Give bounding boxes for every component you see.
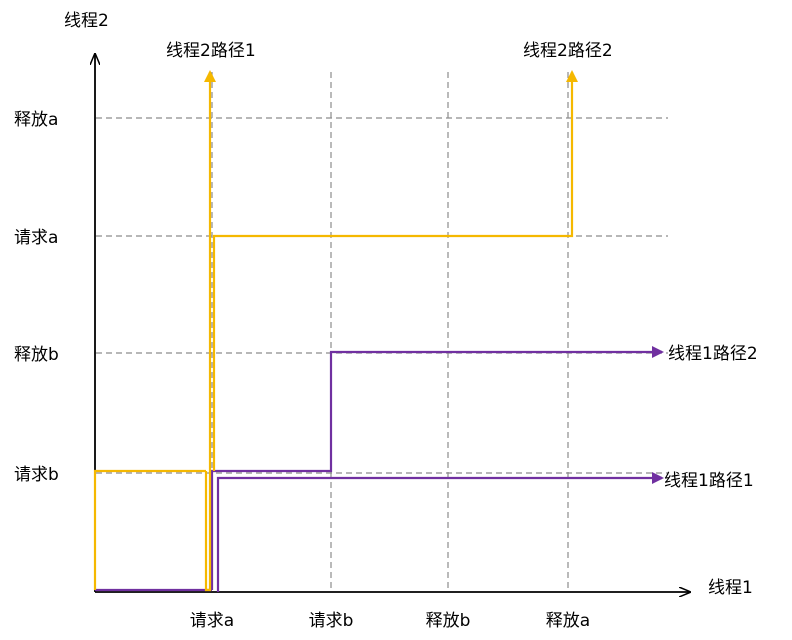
thread2-path2 — [212, 70, 578, 471]
x-tick-label: 请求a — [190, 611, 234, 631]
axes — [95, 54, 690, 592]
thread2-paths — [93, 70, 578, 592]
thread1-path2-label: 线程1路径2 — [668, 344, 758, 364]
thread1-paths — [95, 346, 664, 592]
x-tick-label: 请求b — [309, 611, 354, 631]
thread1-path2 — [210, 346, 664, 590]
x-axis-title: 线程1 — [708, 578, 753, 598]
y-axis-title: 线程2 — [64, 11, 109, 31]
y-tick-label: 请求b — [14, 465, 59, 485]
y-tick-label: 释放a — [14, 110, 58, 130]
thread2-path1-label: 线程2路径1 — [166, 41, 256, 61]
x-tick-label: 释放b — [426, 611, 471, 631]
thread2-path2-label: 线程2路径2 — [523, 41, 613, 61]
x-tick-label: 释放a — [546, 611, 590, 631]
grid — [96, 72, 668, 592]
thread1-path1-label: 线程1路径1 — [664, 471, 754, 491]
y-tick-label: 请求a — [14, 228, 58, 248]
thread2-path1 — [204, 70, 216, 592]
thread1-path1 — [216, 472, 664, 592]
y-tick-label: 释放b — [14, 345, 59, 365]
thread2-path-base — [93, 469, 206, 590]
